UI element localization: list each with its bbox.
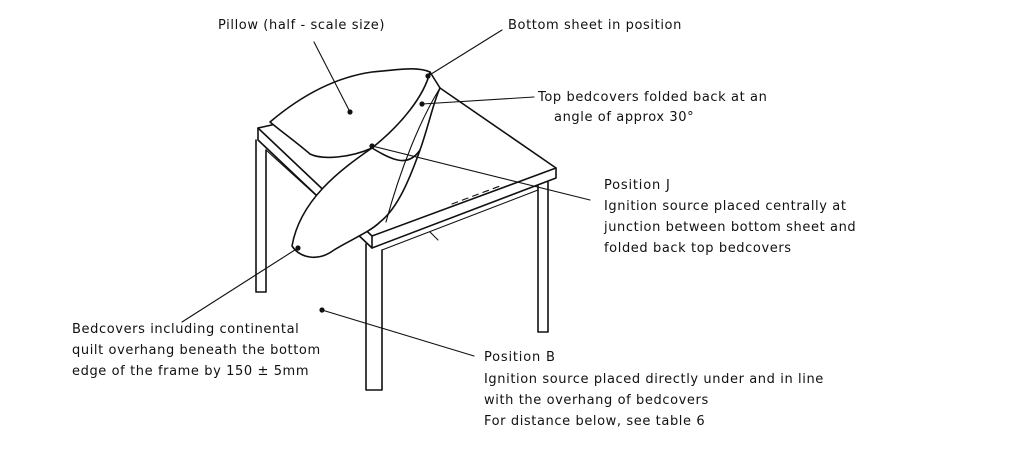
- label-position-b-line3: For distance below, see table 6: [484, 414, 706, 429]
- leg-left: [255, 139, 267, 293]
- label-bedcovers-line1: Bedcovers including continental: [72, 322, 300, 337]
- leader-position-j: [371, 145, 591, 201]
- leader-bedcovers: [181, 247, 299, 323]
- label-top-bedcovers-line1: Top bedcovers folded back at an: [538, 90, 768, 105]
- leader-lines: [181, 29, 591, 357]
- label-position-j-title: Position J: [604, 178, 671, 193]
- label-position-j-line3: folded back top bedcovers: [604, 241, 792, 256]
- leader-pillow: [313, 41, 351, 113]
- label-bedcovers-line2: quilt overhang beneath the bottom: [72, 343, 321, 358]
- label-bedcovers-line3: edge of the frame by 150 ± 5mm: [72, 364, 310, 379]
- leader-bottom-sheet: [427, 29, 503, 77]
- label-bottom-sheet: Bottom sheet in position: [508, 18, 682, 33]
- leader-position-b: [321, 309, 475, 357]
- leg-front: [365, 243, 383, 391]
- label-position-j-line2: junction between bottom sheet and: [604, 220, 857, 235]
- label-position-b-line2: with the overhang of bedcovers: [484, 393, 709, 408]
- leg-right: [537, 181, 549, 333]
- bedcover-overhang: [291, 147, 421, 258]
- label-top-bedcovers-line2: angle of approx 30°: [554, 110, 695, 125]
- label-pillow: Pillow (half - scale size): [218, 18, 386, 33]
- label-position-b-title: Position B: [484, 350, 556, 365]
- label-position-b-line1: Ignition source placed directly under an…: [484, 372, 824, 387]
- label-position-j-line1: Ignition source placed centrally at: [604, 199, 847, 214]
- leader-top-bedcovers: [421, 96, 535, 105]
